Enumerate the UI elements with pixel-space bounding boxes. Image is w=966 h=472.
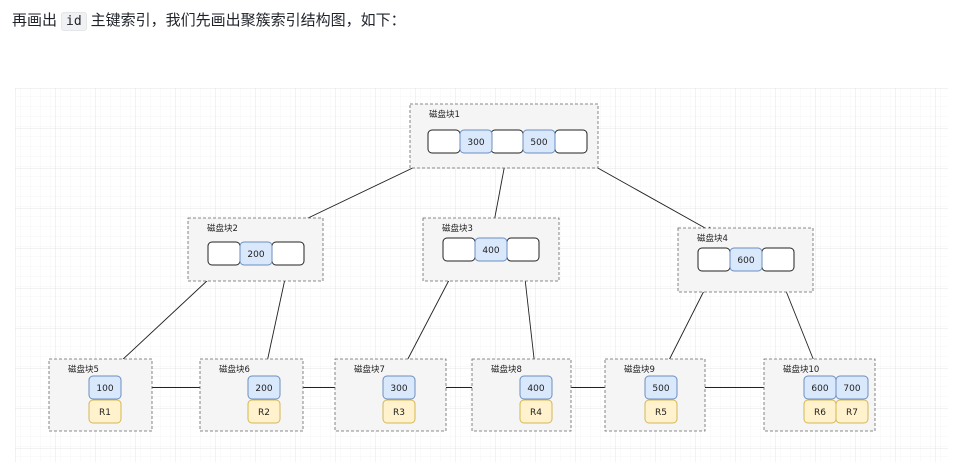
key-cell xyxy=(239,241,273,266)
key-value: 200 xyxy=(247,250,264,260)
key-cell xyxy=(474,237,508,262)
pointer-slot xyxy=(554,129,588,154)
key-value: 500 xyxy=(652,384,669,394)
disk-block-3: 磁盘块3 400 xyxy=(422,217,560,282)
key-cell xyxy=(835,375,869,400)
pointer-slot xyxy=(271,241,305,266)
key-value: 600 xyxy=(737,256,754,266)
key-cell xyxy=(459,129,493,154)
row-value: R4 xyxy=(530,408,542,418)
tree-edge-b2-b5 xyxy=(104,264,225,377)
key-value: 400 xyxy=(482,246,499,256)
key-value: 700 xyxy=(843,384,860,394)
disk-block-label: 磁盘块9 xyxy=(624,364,655,375)
pointer-slot xyxy=(427,129,461,154)
pointer-slot xyxy=(506,237,540,262)
disk-block-2: 磁盘块2 200 xyxy=(187,217,324,282)
tree-edge-b2-b6 xyxy=(262,264,289,377)
disk-block-label: 磁盘块2 xyxy=(207,223,238,234)
disk-block-4: 磁盘块4 600 xyxy=(677,227,814,293)
pointer-slot xyxy=(490,129,524,154)
key-value: 600 xyxy=(811,384,828,394)
row-cell xyxy=(382,399,416,424)
pointer-slot xyxy=(697,247,731,272)
key-value: 200 xyxy=(255,384,272,394)
disk-block-label: 磁盘块6 xyxy=(219,364,250,375)
key-cell xyxy=(519,375,553,400)
pointer-slot xyxy=(761,247,795,272)
key-value: 100 xyxy=(96,384,113,394)
pointer-slot xyxy=(442,237,476,262)
key-cell xyxy=(644,375,678,400)
disk-block-label: 磁盘块8 xyxy=(491,364,522,375)
disk-block-label: 磁盘块4 xyxy=(697,233,728,244)
row-value: R6 xyxy=(814,408,826,418)
key-cell xyxy=(729,247,763,272)
row-value: R5 xyxy=(655,408,667,418)
key-cell xyxy=(247,375,281,400)
disk-block-label: 磁盘块10 xyxy=(783,364,819,375)
disk-block-label: 磁盘块7 xyxy=(354,364,385,375)
key-cell xyxy=(382,375,416,400)
key-cell xyxy=(522,129,556,154)
intro-text-before: 再画出 xyxy=(12,11,58,29)
row-value: R2 xyxy=(258,408,270,418)
disk-block-label: 磁盘块1 xyxy=(429,109,460,120)
key-cell xyxy=(88,375,122,400)
key-value: 500 xyxy=(530,138,547,148)
row-cell xyxy=(644,399,678,424)
pointer-slot xyxy=(207,241,241,266)
row-cell xyxy=(247,399,281,424)
intro-code-id: id xyxy=(61,12,87,31)
row-value: R3 xyxy=(393,408,405,418)
key-value: 300 xyxy=(467,138,484,148)
diagram-nodes: 磁盘块1 300 500 磁盘块2 200 磁盘块3 400 磁盘块4 600 磁盘块5 100R1… xyxy=(48,103,876,432)
row-value: R1 xyxy=(99,408,111,418)
key-value: 300 xyxy=(390,384,407,394)
intro-text-after: 主键索引，我们先画出聚簇索引结构图，如下： xyxy=(90,11,406,29)
row-cell xyxy=(519,399,553,424)
disk-block-1: 磁盘块1 300 500 xyxy=(409,103,599,169)
row-value: R7 xyxy=(846,408,858,418)
disk-block-label: 磁盘块3 xyxy=(442,223,473,234)
key-value: 400 xyxy=(527,384,544,394)
row-cell xyxy=(88,399,122,424)
row-cell xyxy=(835,399,869,424)
disk-block-label: 磁盘块5 xyxy=(68,364,99,375)
